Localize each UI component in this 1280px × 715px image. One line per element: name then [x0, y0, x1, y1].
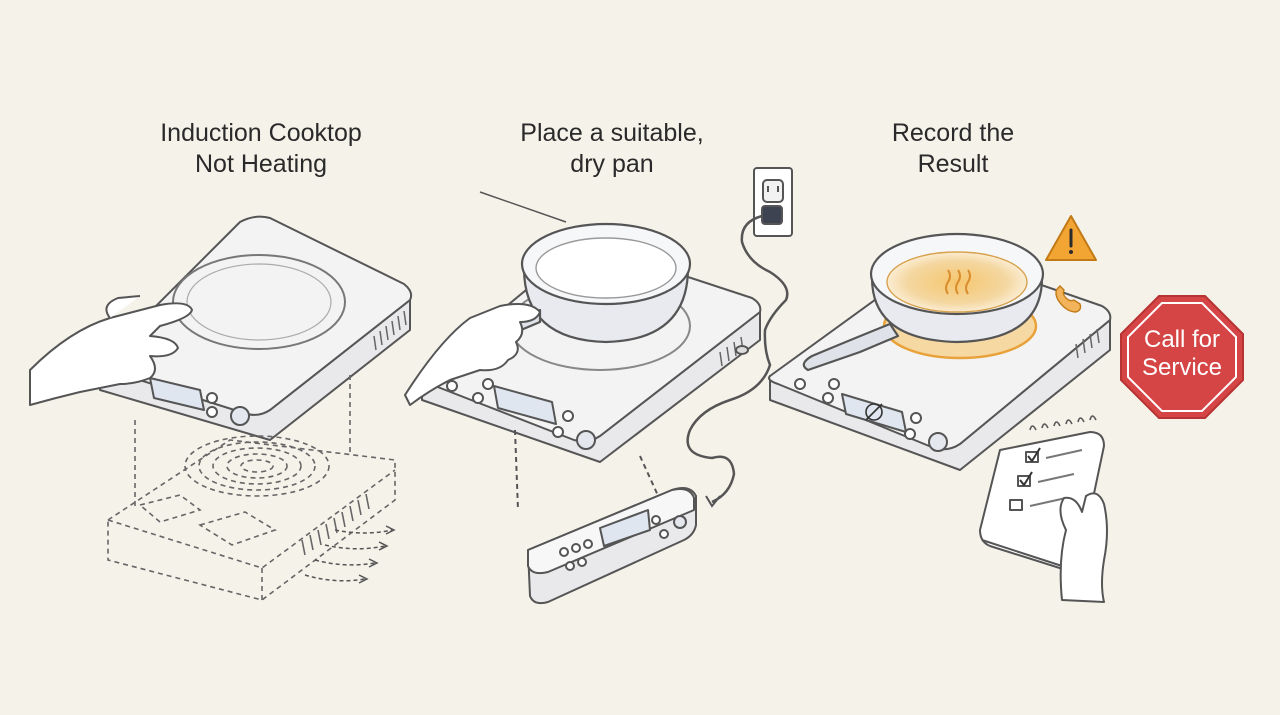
- step1-vent-arrows-icon: [304, 525, 396, 584]
- step3-hand-icon: [1059, 492, 1108, 603]
- stop-sign-icon: [1120, 295, 1244, 419]
- step3-title: Record the Result: [891, 119, 1015, 178]
- call-for-service-label: Call for Service: [1141, 326, 1223, 381]
- step1-coil-icon: [107, 375, 396, 601]
- step2-pan-icon: [496, 222, 692, 344]
- warning-icon: [1045, 215, 1097, 261]
- step3-pan-icon: [802, 232, 1045, 372]
- step2-plug-icon: [686, 205, 789, 508]
- step1-title: Induction Cooktop Not Heating: [160, 119, 362, 178]
- step1-cooktop-icon: [98, 215, 413, 441]
- heat-waves-icon: [945, 269, 971, 295]
- step2-control-panel-icon: [514, 429, 697, 605]
- step1-hand-icon: [29, 295, 193, 406]
- step2-title: Place a suitable, dry pan: [520, 119, 704, 178]
- phone-icon: [1055, 285, 1082, 313]
- step2-hand-icon: [404, 303, 541, 406]
- step2-pointer-line: [479, 191, 567, 223]
